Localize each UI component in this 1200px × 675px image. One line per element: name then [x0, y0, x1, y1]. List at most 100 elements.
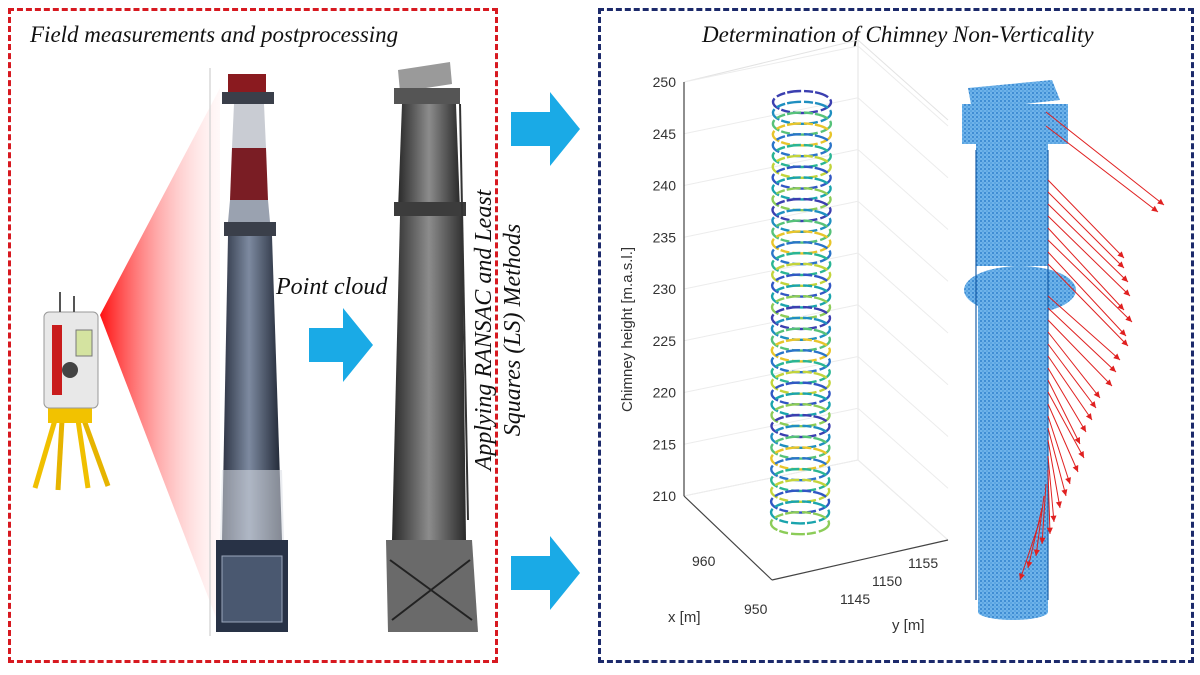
point-cloud-model-blue [962, 80, 1076, 620]
point-cloud-chimney [386, 62, 478, 632]
deviation-vector [1045, 111, 1165, 206]
vector-arrowhead [1105, 379, 1112, 386]
gridline [857, 252, 949, 334]
vector-arrowhead [1117, 303, 1124, 310]
deviation-vector [1047, 391, 1085, 459]
circle-fit-ring [770, 262, 832, 287]
circle-fit-ring [770, 327, 832, 352]
deviation-vector [1047, 203, 1129, 283]
laser-scanner-icon [32, 292, 111, 491]
vector-arrowhead [1113, 353, 1120, 360]
gridline [857, 459, 949, 541]
z-tick-215: 215 [653, 436, 677, 452]
z-tick-250: 250 [653, 74, 677, 90]
deviation-vector [1047, 179, 1125, 259]
circle-fit-ring [770, 338, 832, 363]
vector-arrowhead [1157, 198, 1164, 205]
z-tick-220: 220 [653, 385, 677, 401]
vector-arrowhead [1125, 315, 1132, 322]
circle-fit-ring [771, 143, 832, 169]
vector-arrowhead [1117, 251, 1124, 258]
vector-arrowhead [1050, 515, 1057, 522]
chart-axes [683, 82, 949, 581]
circle-fit-ring [771, 165, 832, 190]
circle-fit-ring [771, 100, 833, 126]
deviation-vector [1047, 307, 1117, 373]
gridline [683, 97, 859, 135]
gridline [683, 149, 859, 186]
gridline [857, 45, 949, 127]
vector-arrowhead [1121, 339, 1128, 346]
circle-fit-ring [770, 305, 832, 331]
circle-fit-ring [770, 273, 832, 298]
deviation-vector [1047, 227, 1125, 311]
deviation-vector [1019, 519, 1041, 581]
deviation-vector [1047, 403, 1079, 473]
vector-arrowhead [1151, 205, 1158, 212]
y-tick-1145: 1145 [840, 591, 870, 607]
deviation-vector [1047, 251, 1127, 337]
vector-arrowhead [1065, 477, 1071, 484]
circle-fit-ring [771, 240, 832, 266]
gridline [683, 252, 859, 290]
circle-fit-ring [769, 511, 831, 536]
z-tick-210: 210 [653, 488, 677, 504]
deviation-vector [1047, 439, 1061, 509]
vector-arrowhead [1055, 501, 1062, 508]
field-measurements-panel [8, 8, 498, 663]
method-label: Applying RANSAC and Least Squares (LS) M… [470, 140, 528, 520]
deviation-vector [1047, 331, 1101, 399]
arrow-icon [511, 536, 580, 610]
vector-arrowhead [1085, 413, 1092, 420]
circle-fit-ring [770, 467, 831, 493]
deviation-vector [1027, 507, 1043, 569]
z-tick-230: 230 [653, 281, 677, 297]
circle-fit-ring [770, 359, 831, 385]
deviation-vector [1047, 455, 1055, 523]
gridline [857, 407, 949, 489]
circle-fit-ring [771, 111, 833, 136]
circle-fit-ring [770, 446, 831, 471]
gridline [857, 200, 949, 282]
vector-arrowhead [1117, 261, 1124, 268]
circle-fit-ring [771, 132, 832, 158]
circle-fit-ring [771, 122, 833, 147]
circle-fit-ring [769, 500, 831, 525]
vector-arrowhead [1109, 365, 1116, 372]
vector-arrowhead [1033, 549, 1040, 556]
vector-arrowhead [1123, 289, 1130, 296]
circle-fit-ring [770, 295, 832, 320]
deviation-vector [1047, 191, 1125, 269]
vector-arrowhead [1074, 437, 1080, 444]
method-label-line1: Applying RANSAC and Least [471, 189, 497, 471]
vector-arrowhead [1039, 537, 1046, 544]
chart-circle-series [769, 89, 833, 536]
z-tick-240: 240 [653, 178, 677, 194]
circle-fit-ring [771, 176, 832, 201]
circle-fit-ring [770, 424, 831, 449]
non-verticality-panel [598, 8, 1194, 663]
gridline [857, 304, 949, 386]
x-tick-960: 960 [692, 553, 716, 569]
chart-x-axis-title: x [m] [668, 609, 701, 626]
gridline [683, 304, 859, 342]
circle-fit-ring [769, 489, 831, 514]
chart-horizontal-gridlines [683, 45, 949, 541]
circle-fit-ring [770, 381, 831, 406]
deviation-vector [1047, 355, 1093, 421]
gridline [857, 97, 949, 179]
flow-arrows [309, 92, 580, 610]
point-cloud-label: Point cloud [276, 274, 388, 300]
vector-arrowhead [1121, 275, 1128, 282]
y-tick-1150: 1150 [872, 573, 902, 589]
deviation-vector [1047, 319, 1113, 387]
deviation-vector [1047, 379, 1081, 445]
chart-y-axis-base-title: y [m] [892, 617, 925, 634]
circle-fit-ring [770, 349, 831, 374]
deviation-vector [1045, 125, 1159, 213]
circle-fit-ring [771, 208, 832, 234]
deviation-vector [1047, 367, 1087, 433]
gridline [857, 356, 949, 437]
circle-fit-ring [770, 316, 832, 341]
